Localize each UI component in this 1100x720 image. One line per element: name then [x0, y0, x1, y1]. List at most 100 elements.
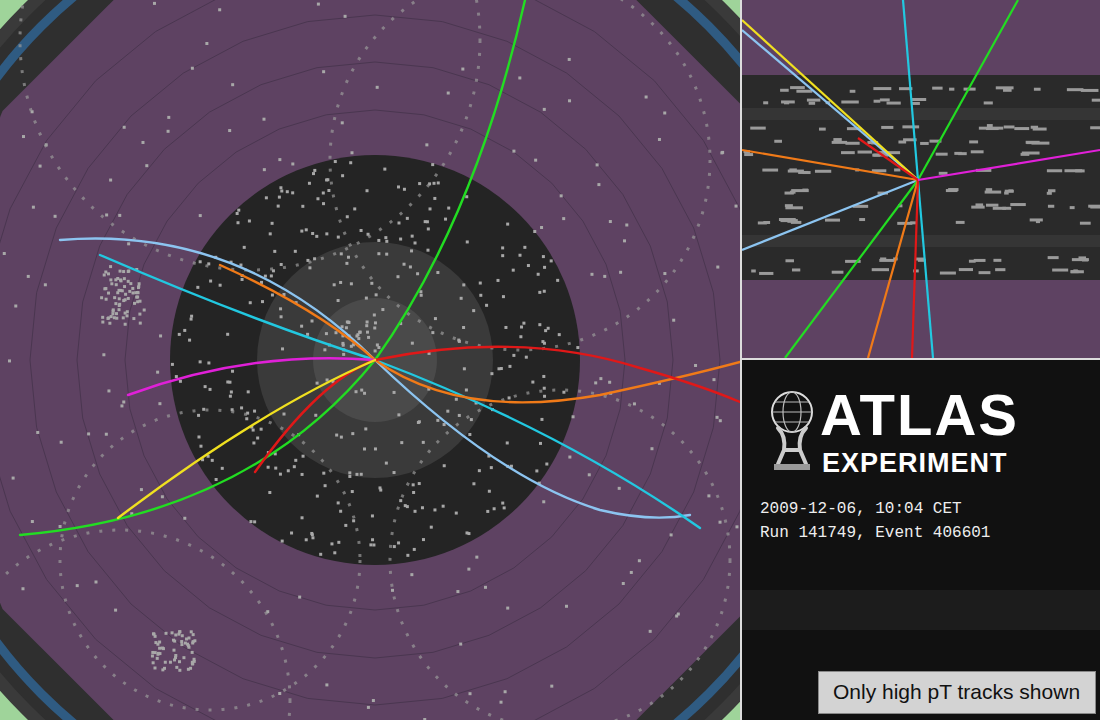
hit [443, 464, 446, 467]
hit [311, 232, 314, 235]
hit [421, 506, 424, 509]
hit [720, 151, 723, 154]
hit [376, 343, 379, 346]
hit-dash [762, 169, 778, 172]
hit-dash [1047, 192, 1052, 195]
hit-dash [940, 272, 956, 275]
hit [301, 205, 304, 208]
hit [467, 532, 470, 535]
hit [305, 538, 308, 541]
hit-dash [985, 191, 1002, 194]
hit [385, 462, 388, 465]
hit [335, 434, 338, 437]
hit [175, 375, 178, 378]
hit [279, 307, 282, 310]
hit [143, 308, 146, 311]
hit [373, 313, 376, 316]
hit-dash [780, 89, 789, 92]
hit [359, 331, 362, 334]
hit [525, 356, 528, 359]
hit [590, 273, 593, 276]
hit [377, 239, 380, 242]
hit [465, 388, 468, 391]
hit [455, 512, 458, 515]
hit-dash [796, 90, 812, 93]
hit [137, 285, 140, 288]
logo-panel: ATLASEXPERIMENT2009-12-06, 10:04 CETRun … [742, 360, 1100, 720]
hit-dash [894, 168, 900, 171]
hit [565, 605, 568, 608]
hit [501, 502, 504, 505]
hit [446, 410, 449, 413]
hit [181, 634, 184, 637]
hit [167, 130, 170, 133]
hit [540, 418, 543, 421]
track [903, 0, 918, 180]
hit-dash [872, 268, 889, 271]
hit [360, 473, 363, 476]
hit [281, 540, 284, 543]
hit [466, 240, 469, 243]
hit [531, 381, 534, 384]
hit [363, 392, 366, 395]
hit [185, 637, 188, 640]
hit [670, 533, 673, 536]
hit [103, 287, 106, 290]
hit [721, 151, 724, 154]
hit [315, 235, 318, 238]
hit [374, 321, 377, 324]
hit [365, 324, 368, 327]
hit [178, 669, 181, 672]
hit [533, 230, 536, 233]
hit [425, 143, 428, 146]
hit [672, 319, 675, 322]
hit [209, 388, 212, 391]
hit [490, 372, 493, 375]
hit [153, 666, 156, 669]
hit [406, 505, 409, 508]
hit [114, 302, 117, 305]
hit [316, 382, 319, 385]
low-pt-helix [330, 0, 710, 350]
hit-dash [850, 90, 856, 93]
hit [237, 209, 240, 212]
hit [470, 418, 473, 421]
hit [537, 273, 540, 276]
hit [118, 214, 121, 217]
hit [457, 339, 460, 342]
hit [31, 520, 34, 523]
hit [172, 649, 175, 652]
hit [433, 197, 436, 200]
hit [325, 683, 328, 686]
hit [422, 538, 425, 541]
hit [249, 520, 252, 523]
hit [123, 126, 126, 129]
hit [199, 445, 202, 448]
hit-dash [763, 101, 768, 104]
hit [397, 185, 400, 188]
hit [14, 304, 17, 307]
hit [385, 253, 388, 256]
trt-polygon [0, 0, 740, 720]
hit [597, 183, 600, 186]
layer-outline [0, 0, 740, 720]
tracks [20, 0, 740, 535]
hit [339, 510, 342, 513]
hit-dash [874, 100, 881, 103]
hit [588, 473, 591, 476]
hit [712, 378, 715, 381]
hit [596, 163, 599, 166]
hit [649, 630, 652, 633]
hit-dash [873, 87, 891, 90]
hit [327, 189, 330, 192]
hit [21, 587, 24, 590]
hit [100, 296, 103, 299]
hit [204, 385, 207, 388]
hit [104, 271, 107, 274]
hit [305, 228, 308, 231]
hit [500, 701, 503, 704]
hit [345, 326, 348, 329]
hit [87, 432, 90, 435]
hit [119, 289, 122, 292]
hit [719, 419, 722, 422]
